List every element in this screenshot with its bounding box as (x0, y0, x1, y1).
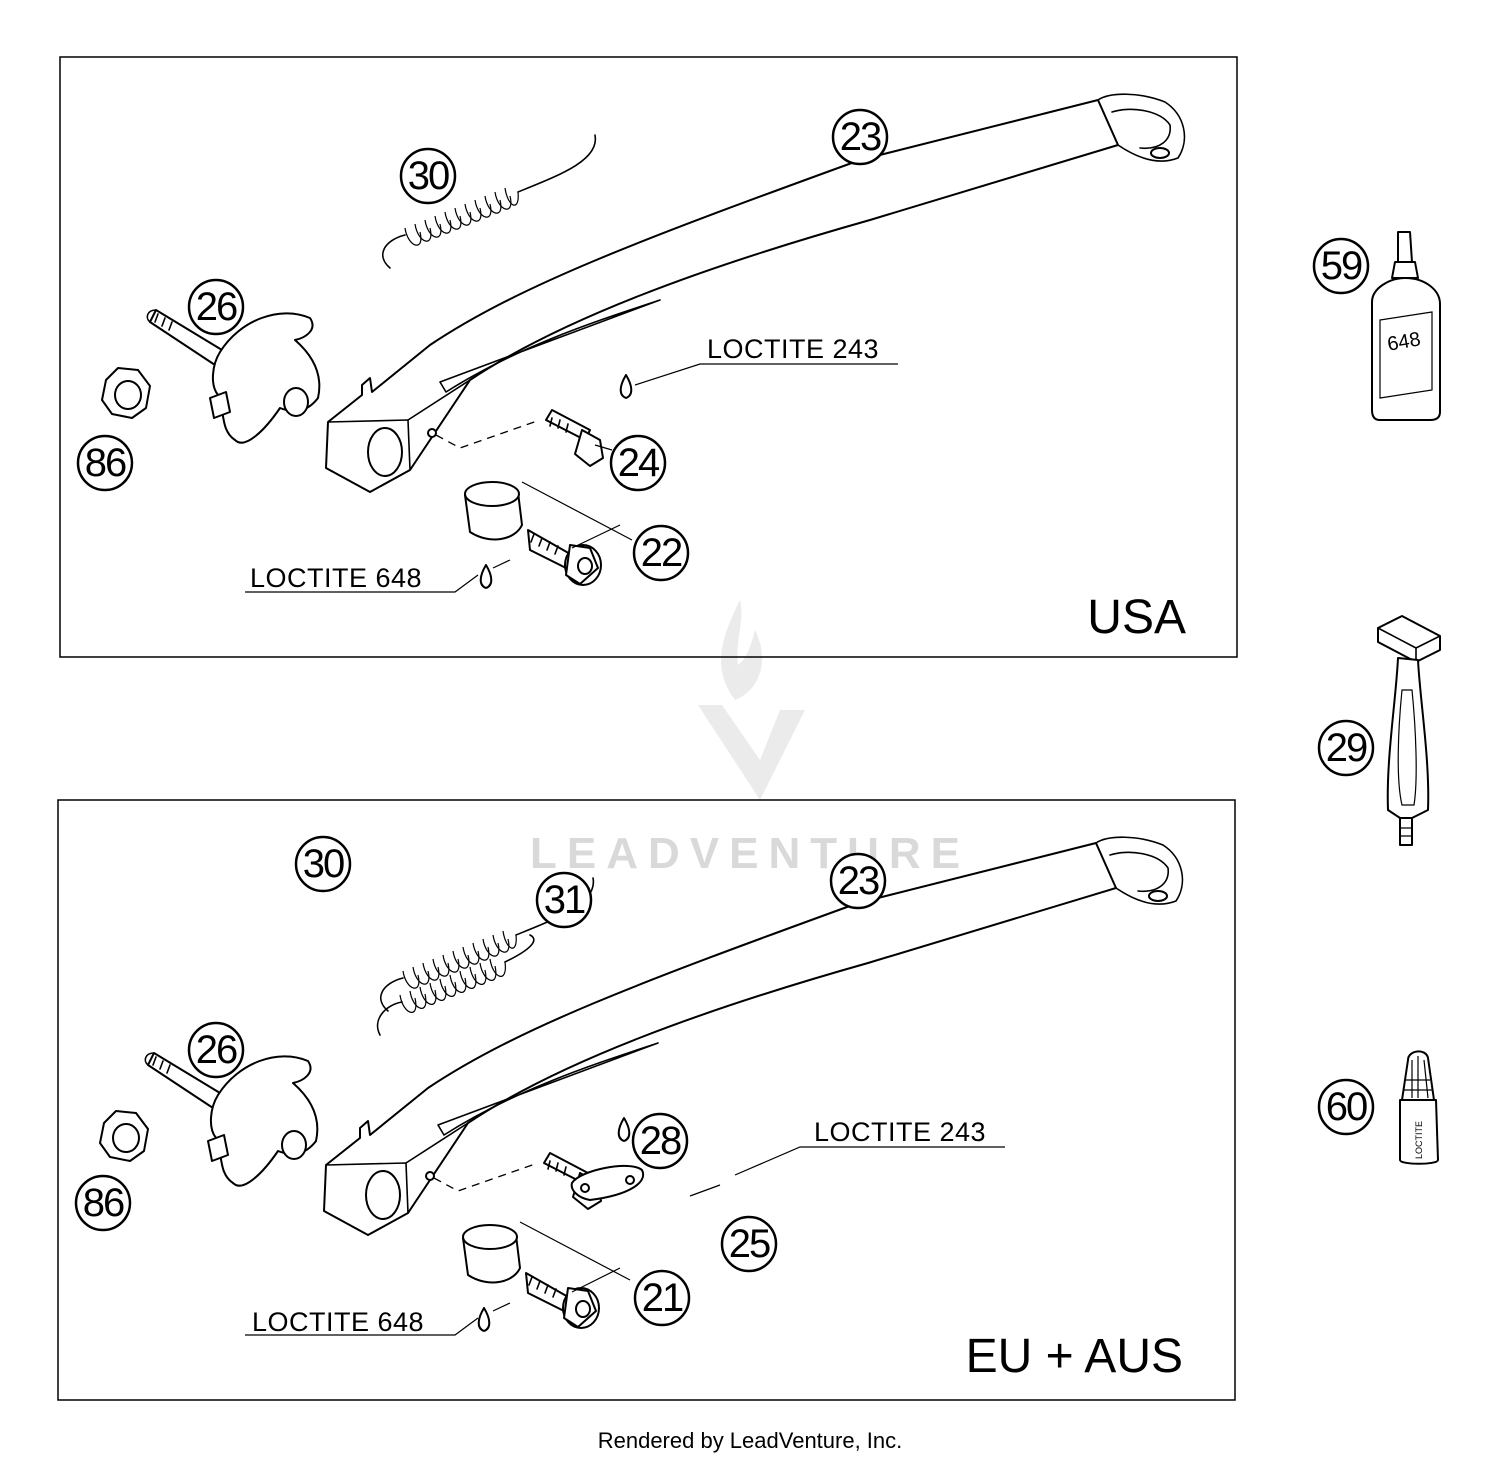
callout-24: 24 (609, 434, 667, 492)
callout-21: 21 (633, 1269, 691, 1327)
sidestand-assembly-drawing (101, 93, 1186, 589)
region-label: EU + AUS (966, 1330, 1183, 1383)
watermark-text: LEADVENTURE (530, 829, 970, 878)
callout-label: 26 (196, 1028, 237, 1072)
panel-eu-aus: LOCTITE 243 LOCTITE 648 30 31 23 26 86 2… (57, 799, 1236, 1401)
callout-59: 59 (1312, 237, 1370, 295)
tube-label: LOCTITE (1414, 1121, 1424, 1159)
callout-28: 28 (631, 1112, 689, 1170)
panel-usa: LOCTITE 243 LOCTITE 648 30 23 26 86 24 2… (59, 56, 1238, 658)
callout-86: 86 (74, 1174, 132, 1232)
side-part-loctite-tube: LOCTITE 60 (1317, 1050, 1439, 1165)
callout-label: 23 (838, 859, 879, 903)
callout-22: 22 (632, 524, 690, 582)
callout-label: 30 (303, 842, 344, 886)
callout-label: 23 (840, 115, 881, 159)
locking-plate-drawing (570, 1164, 645, 1201)
callout-label: 22 (641, 531, 682, 575)
loctite-243-note: LOCTITE 243 (707, 334, 879, 364)
loctite-648-note: LOCTITE 648 (252, 1307, 424, 1337)
callout-60: 60 (1317, 1078, 1375, 1136)
callout-label: 26 (196, 285, 237, 329)
callout-31: 31 (535, 871, 593, 929)
side-part-loctite-bottle: 648 59 (1312, 231, 1441, 421)
callout-label: 86 (85, 441, 126, 485)
callout-label: 31 (544, 878, 585, 922)
callout-30: 30 (399, 147, 457, 205)
callout-26: 26 (187, 278, 245, 336)
callout-label: 28 (640, 1119, 681, 1163)
return-spring-drawing (376, 934, 535, 1036)
callout-label: 30 (408, 154, 449, 198)
callout-29: 29 (1317, 719, 1375, 777)
footer-credit: Rendered by LeadVenture, Inc. (597, 1428, 903, 1453)
leadventure-watermark-logo (698, 600, 805, 800)
callout-label: 21 (642, 1276, 683, 1320)
callout-label: 60 (1326, 1085, 1367, 1129)
loctite-243-note: LOCTITE 243 (814, 1117, 986, 1147)
callout-label: 29 (1326, 726, 1367, 770)
callout-23: 23 (829, 852, 887, 910)
panel-frame (59, 56, 1238, 658)
region-label: USA (1087, 591, 1186, 644)
panel-frame (57, 799, 1236, 1401)
callout-26: 26 (187, 1021, 245, 1079)
side-part-tool: 29 (1317, 615, 1441, 846)
loctite-648-note: LOCTITE 648 (250, 563, 422, 593)
callout-label: 24 (618, 441, 660, 485)
callout-25: 25 (720, 1215, 778, 1273)
callout-label: 59 (1321, 244, 1362, 288)
callout-30: 30 (294, 835, 352, 893)
callout-23: 23 (831, 108, 889, 166)
callout-86: 86 (76, 434, 134, 492)
callout-label: 25 (729, 1222, 770, 1266)
sidestand-assembly-drawing (99, 836, 1184, 1332)
callout-label: 86 (83, 1181, 124, 1225)
